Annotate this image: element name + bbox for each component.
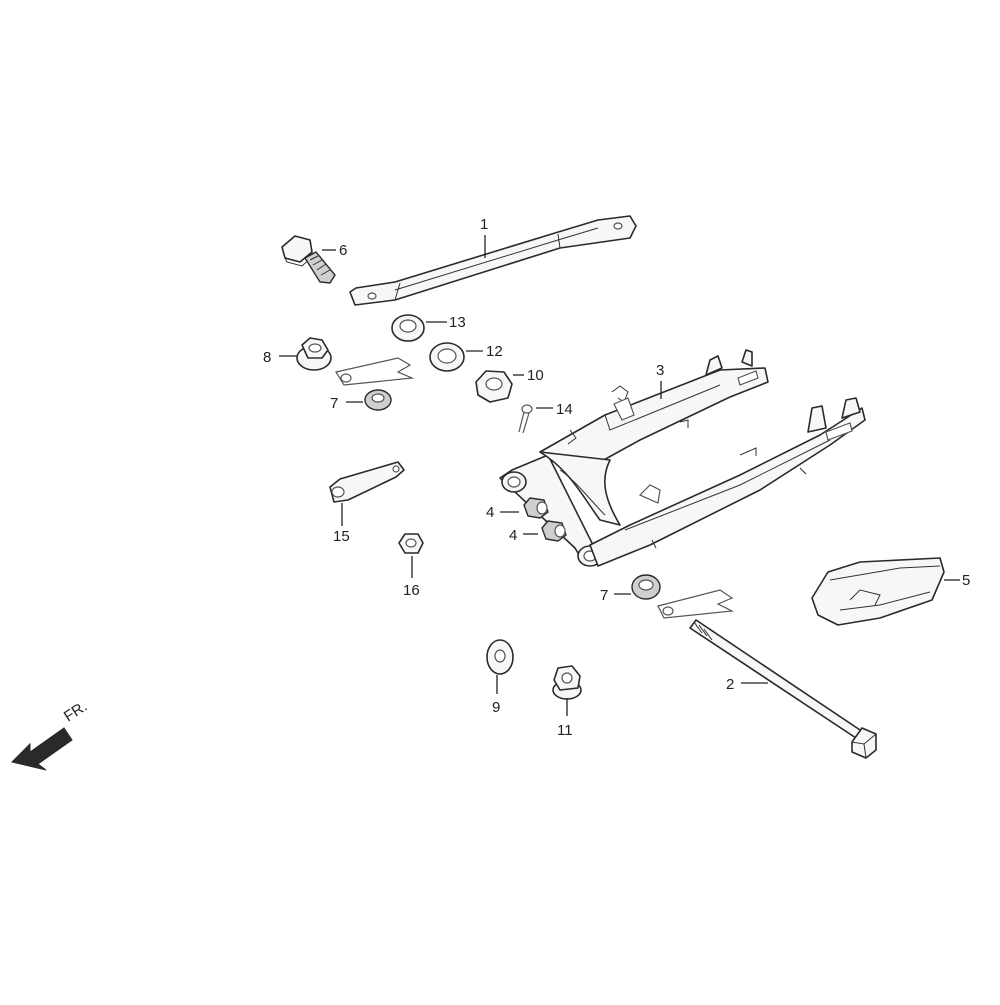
front-direction-arrow: FR. [11,698,91,771]
callout-14: 14 [556,401,573,418]
adjuster-plate-upper [335,357,415,386]
part-2-pivot-shaft [689,619,877,759]
callout-4-b: 4 [509,527,517,544]
callout-9: 9 [492,699,500,716]
part-14-cotter-pin [518,404,553,434]
part-1-torque-bar [349,215,637,306]
callout-10: 10 [527,367,544,384]
part-3-swingarm [499,349,866,567]
callout-16: 16 [403,582,420,599]
part-10-nut [475,370,524,403]
callout-11: 11 [557,722,573,739]
part-4-bushing-b [523,520,567,542]
part-7-collar-upper [346,389,392,411]
part-6-bolt [281,235,336,284]
callout-2: 2 [726,676,734,693]
callout-6: 6 [339,242,347,259]
callout-8: 8 [263,349,271,366]
callout-15: 15 [333,528,350,545]
part-16-nut [398,533,424,578]
part-13-spring-washer [391,314,447,342]
part-7-collar-lower [614,574,661,600]
callout-5: 5 [962,572,970,589]
callout-12: 12 [486,343,503,360]
callout-13: 13 [449,314,466,331]
part-8-flange-nut [279,337,332,371]
callout-1: 1 [480,216,488,233]
adjuster-plate-lower [657,589,735,619]
part-5-chain-slider [811,557,960,626]
part-9-washer [486,639,514,694]
callout-7-upper: 7 [330,395,338,412]
part-15-link-plate [329,461,405,526]
callout-7-lower: 7 [600,587,608,604]
part-12-washer [429,342,483,372]
callout-3: 3 [656,362,664,379]
callout-4-a: 4 [486,504,494,521]
direction-label: FR. [61,698,91,725]
part-11-flange-nut [552,665,582,716]
part-4-bushing-a [500,497,549,519]
